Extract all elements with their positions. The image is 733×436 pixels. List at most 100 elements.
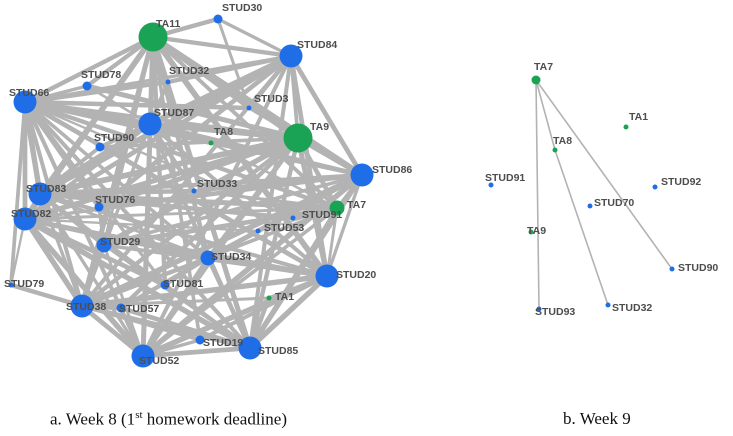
edge-ta11-stud66 <box>22 34 156 105</box>
edge-stud83-stud20 <box>37 191 330 279</box>
node-label-stud83: STUD83 <box>26 183 66 195</box>
node-stud34 <box>200 250 216 266</box>
edge-stud85-ta7 <box>248 206 339 350</box>
edge-stud81-stud82 <box>22 216 168 288</box>
node-label-ta8: TA8 <box>553 135 572 147</box>
node-label-ta9: TA9 <box>527 225 546 237</box>
node-label-stud34: STUD34 <box>211 251 251 263</box>
node-stud70 <box>587 203 593 209</box>
edge-stud19-stud38 <box>80 304 202 342</box>
node-stud87 <box>138 112 162 136</box>
node-stud91 <box>488 182 494 188</box>
edge-stud82-stud52 <box>22 216 146 359</box>
node-ta1 <box>623 124 629 130</box>
node-ta8 <box>552 147 558 153</box>
edge-stud84-stud30 <box>216 17 293 58</box>
node-label-stud19: STUD19 <box>203 337 243 349</box>
node-label-stud52: STUD52 <box>139 355 179 367</box>
node-label-stud70: STUD70 <box>594 197 634 209</box>
edge-stud81-stud66 <box>23 100 167 287</box>
edge-ta8-stud86 <box>209 141 364 177</box>
edge-stud38-stud52 <box>79 303 146 359</box>
node-stud66 <box>13 90 37 114</box>
node-label-stud85: STUD85 <box>258 345 298 357</box>
node-stud82 <box>13 207 37 231</box>
node-label-ta1: TA1 <box>275 291 294 303</box>
node-label-stud66: STUD66 <box>9 87 49 99</box>
node-stud79 <box>8 282 14 288</box>
node-label-ta8: TA8 <box>214 126 233 138</box>
node-stud38 <box>70 294 94 318</box>
edge-stud52-stud85 <box>140 345 253 359</box>
edge-stud84-stud86 <box>288 53 365 178</box>
edge-stud34-ta7 <box>206 206 339 260</box>
edge-stud84-stud87 <box>147 53 294 127</box>
node-stud20 <box>315 264 339 288</box>
node-stud91 <box>290 215 296 221</box>
week9-edges <box>535 79 673 310</box>
edge-stud34-stud29 <box>102 243 210 260</box>
node-label-ta9: TA9 <box>310 121 329 133</box>
node-stud29 <box>96 237 112 253</box>
edge-ta11-stud34 <box>150 34 211 261</box>
edge-stud87-stud20 <box>147 121 330 279</box>
edge-stud85-stud34 <box>205 255 253 351</box>
edge-stud3-stud66 <box>22 99 252 111</box>
edge-stud82-stud34 <box>22 216 211 261</box>
edge-stud52-stud34 <box>140 255 211 359</box>
edge-ta7-stud90 <box>535 79 673 270</box>
node-label-stud86: STUD86 <box>372 164 412 176</box>
week8-edges <box>8 16 365 359</box>
edge-stud34-stud53 <box>206 229 260 260</box>
node-label-stud90: STUD90 <box>678 262 718 274</box>
edge-stud57-stud85 <box>118 305 253 351</box>
node-stud32 <box>605 302 611 308</box>
node-ta11 <box>138 22 168 52</box>
node-stud32 <box>165 79 171 85</box>
edge-stud32-stud84 <box>165 53 294 85</box>
edge-ta7-ta8 <box>209 141 339 210</box>
edge-stud78-ta9 <box>84 83 301 141</box>
node-label-stud3: STUD3 <box>254 93 289 105</box>
node-label-stud78: STUD78 <box>81 69 121 81</box>
edge-stud84-stud52 <box>140 53 294 359</box>
node-label-stud91: STUD91 <box>485 172 525 184</box>
edge-stud91-stud66 <box>23 100 295 220</box>
edge-ta7-stud53 <box>257 207 338 232</box>
edge-stud33-stud87 <box>147 121 197 194</box>
edge-ta7-stud33 <box>192 189 339 210</box>
edge-stud82-ta7 <box>23 206 339 221</box>
node-ta1 <box>266 295 272 301</box>
caption-week9: b. Week 9 <box>563 409 631 428</box>
edge-ta7-stud93 <box>535 79 540 310</box>
node-label-stud82: STUD82 <box>11 208 51 220</box>
edge-stud78-stud87 <box>85 84 152 126</box>
node-stud53 <box>255 228 261 234</box>
node-label-stud76: STUD76 <box>95 194 135 206</box>
edge-stud90-stud83 <box>38 145 102 196</box>
node-label-ta7: TA7 <box>347 199 366 211</box>
edge-stud52-stud29 <box>102 243 145 358</box>
node-label-stud30: STUD30 <box>222 2 262 14</box>
node-stud78 <box>82 81 92 91</box>
node-stud84 <box>279 44 303 68</box>
node-ta7 <box>329 200 345 216</box>
node-label-ta11: TA11 <box>156 18 180 30</box>
node-label-stud53: STUD53 <box>264 222 304 234</box>
edge-ta1-stud38 <box>80 296 271 308</box>
node-label-stud93: STUD93 <box>535 306 575 318</box>
node-stud90 <box>669 266 675 272</box>
node-stud30 <box>213 14 223 24</box>
node-stud90 <box>95 142 105 152</box>
edge-stud29-ta7 <box>101 205 340 248</box>
node-label-stud33: STUD33 <box>197 178 237 190</box>
edge-stud19-stud20 <box>198 274 329 342</box>
caption-week8: a. Week 8 (1st homework deadline) <box>50 409 287 429</box>
edge-ta11-stud84 <box>150 34 294 59</box>
node-ta7 <box>531 75 541 85</box>
